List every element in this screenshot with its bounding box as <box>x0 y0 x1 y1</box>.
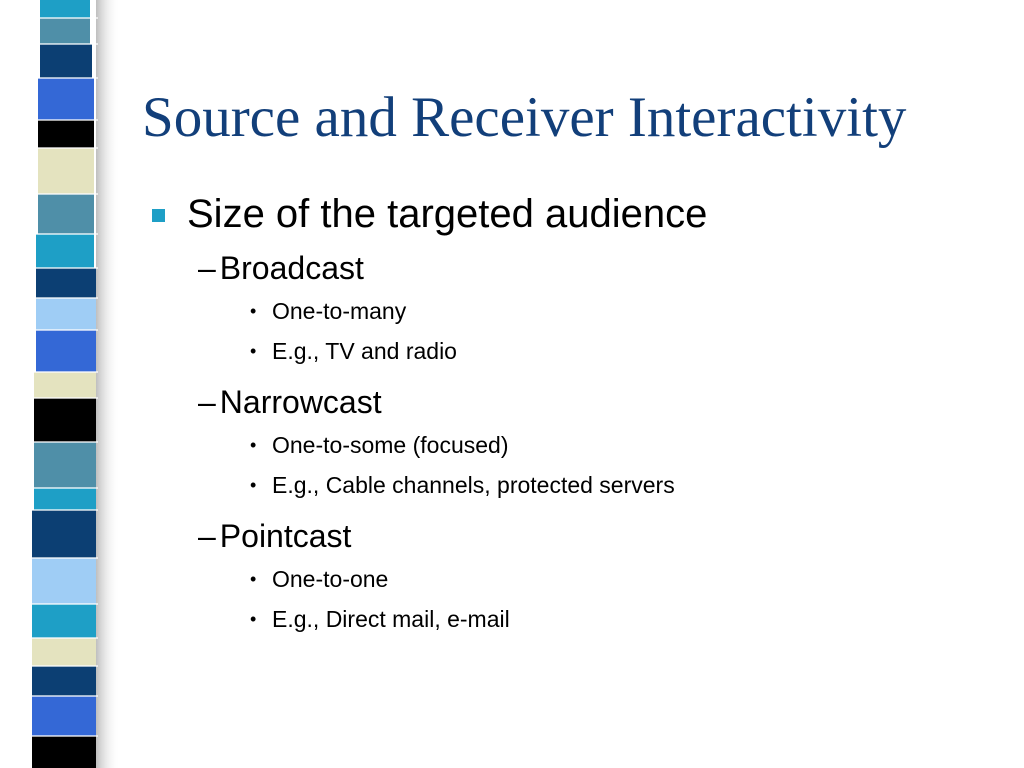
square-bullet-icon <box>152 208 165 222</box>
slide-title: Source and Receiver Interactivity <box>142 86 907 149</box>
point-text: E.g., Direct mail, e-mail <box>272 605 510 632</box>
sub-item-broadcast: – Broadcast <box>198 245 1008 291</box>
bullet-item: Size of the targeted audience <box>148 188 1008 240</box>
sub-item-label: Broadcast <box>219 249 364 286</box>
decorative-side-strip <box>0 0 130 768</box>
dot-marker: • <box>250 568 257 589</box>
dot-marker: • <box>250 474 257 495</box>
point-item: • One-to-some (focused) <box>250 425 1008 465</box>
slide-body: Size of the targeted audience – Broadcas… <box>148 188 1008 639</box>
point-text: One-to-some (focused) <box>272 431 509 458</box>
point-item: • One-to-many <box>250 291 1008 331</box>
point-text: One-to-many <box>272 297 407 324</box>
dot-marker: • <box>250 608 257 629</box>
bullet-text: Size of the targeted audience <box>187 191 708 236</box>
point-item: • E.g., TV and radio <box>250 331 1008 371</box>
point-item: • E.g., Direct mail, e-mail <box>250 599 1008 639</box>
point-text: One-to-one <box>272 565 389 592</box>
dash-marker: – <box>198 517 216 554</box>
sub-item-pointcast: – Pointcast <box>198 513 1008 559</box>
point-text: E.g., Cable channels, protected servers <box>272 471 675 498</box>
dot-marker: • <box>250 340 257 361</box>
dash-marker: – <box>198 383 216 420</box>
dash-marker: – <box>198 249 216 286</box>
sub-item-label: Narrowcast <box>219 383 382 420</box>
point-item: • E.g., Cable channels, protected server… <box>250 465 1008 505</box>
dot-marker: • <box>250 434 257 455</box>
sub-item-label: Pointcast <box>219 517 352 554</box>
point-item: • One-to-one <box>250 559 1008 599</box>
dot-marker: • <box>250 300 257 321</box>
sub-item-narrowcast: – Narrowcast <box>198 379 1008 425</box>
point-text: E.g., TV and radio <box>272 337 457 364</box>
